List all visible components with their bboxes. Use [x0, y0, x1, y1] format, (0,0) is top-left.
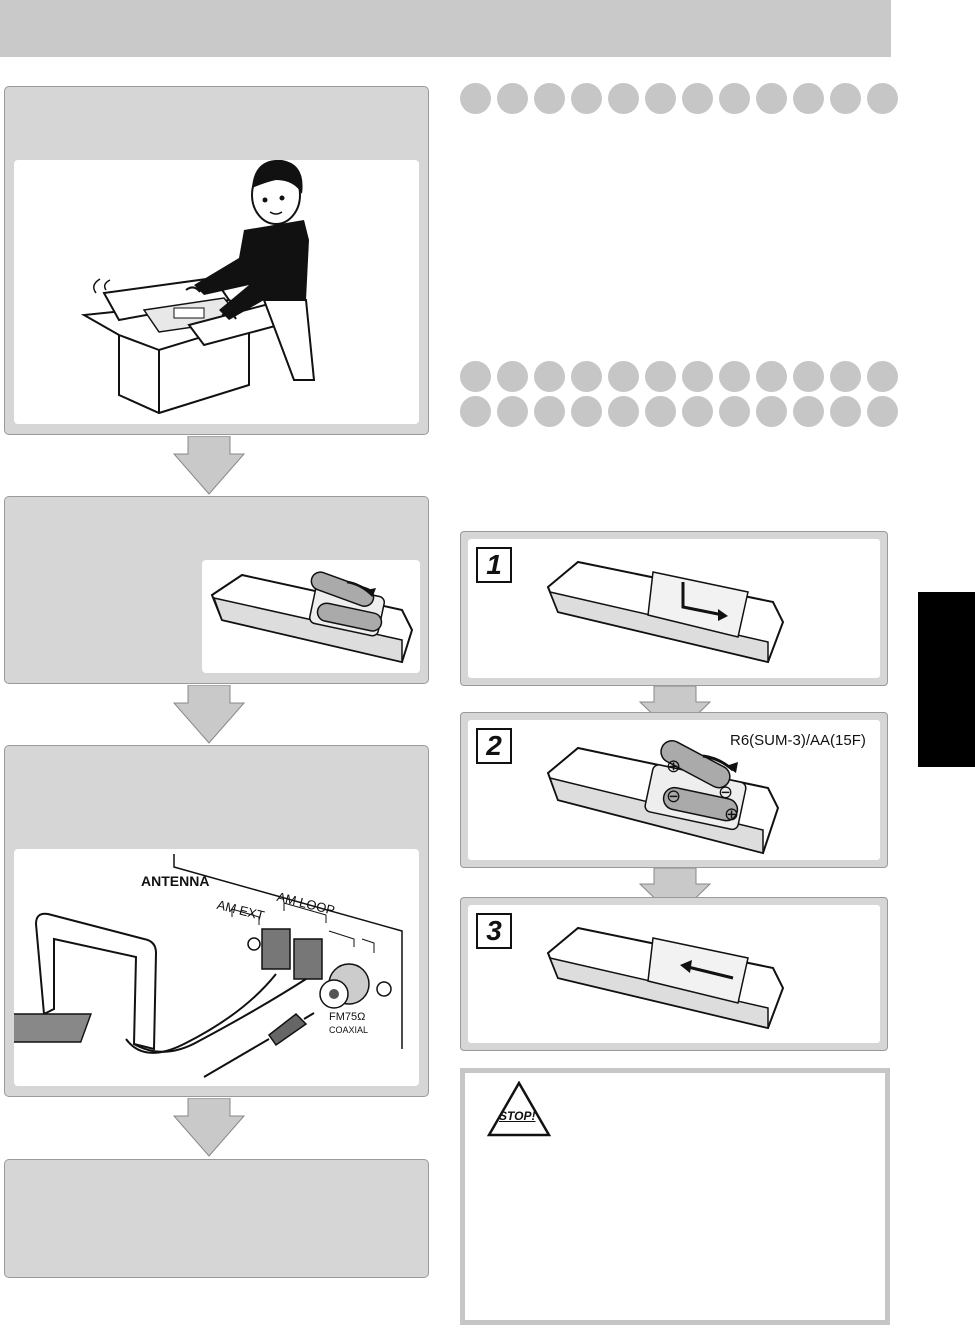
unpacking-illustration [14, 160, 419, 424]
heading-dots-1 [460, 83, 898, 114]
remote-cover-close-illustration [546, 926, 785, 1030]
step-number-2: 2 [476, 728, 512, 764]
step-number-3: 3 [476, 913, 512, 949]
antenna-illustration: ANTENNA AM EXT AM LOOP FM75Ω COAXIAL [14, 849, 419, 1086]
coaxial-label: COAXIAL [329, 1025, 369, 1035]
flow-arrow-3 [172, 1098, 246, 1158]
flow-arrow-1 [172, 436, 246, 496]
battery-type-label: R6(SUM-3)/AA(15F) [730, 732, 866, 749]
heading-dots-2 [460, 361, 898, 392]
remote-cover-open-illustration [546, 560, 785, 664]
final-step-panel [4, 1159, 429, 1278]
antenna-panel: ANTENNA AM EXT AM LOOP FM75Ω COAXIAL [4, 745, 429, 1097]
side-tab [918, 592, 975, 767]
remote-battery-illustration [202, 560, 420, 673]
unpacking-panel [4, 86, 429, 435]
fm-label: FM75Ω [329, 1011, 366, 1023]
plus-symbol-2: ⊕ [724, 804, 740, 824]
remote-battery-insert-illustration [546, 740, 780, 855]
step-1-panel: 1 [460, 531, 888, 686]
antenna-label: ANTENNA [141, 873, 210, 889]
step-number-1: 1 [476, 547, 512, 583]
caution-box: STOP! [460, 1068, 890, 1325]
heading-dots-3 [460, 396, 898, 427]
stop-warning-icon [487, 1081, 551, 1137]
header-bar [0, 0, 891, 57]
stop-icon-text: STOP! [499, 1109, 536, 1123]
step-2-panel: 2 R6(SUM-3)/AA(15F) ⊕ ⊖ ⊖ ⊕ [460, 712, 888, 868]
plus-symbol-1: ⊕ [666, 756, 682, 776]
flow-arrow-2 [172, 685, 246, 745]
battery-panel [4, 496, 429, 684]
minus-symbol-1: ⊖ [718, 782, 734, 802]
step-3-panel: 3 [460, 897, 888, 1051]
minus-symbol-2: ⊖ [666, 786, 682, 806]
